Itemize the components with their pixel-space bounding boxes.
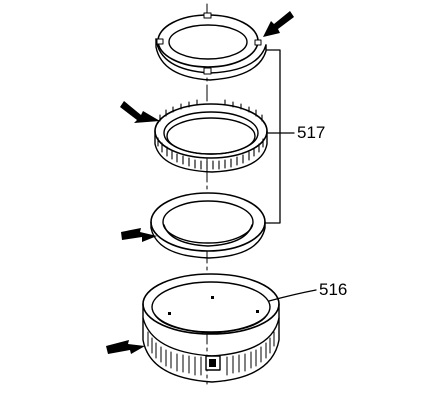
callout-517-bracket xyxy=(264,49,295,224)
arrow-lower-washer xyxy=(121,228,157,242)
callout-516-leader xyxy=(268,289,317,302)
thrust-washer-lower xyxy=(150,192,266,259)
arrow-gear-shell xyxy=(106,340,145,354)
thrust-washer-upper xyxy=(155,12,267,81)
callout-516-label: 516 xyxy=(319,280,348,299)
needle-thrust-bearing xyxy=(154,99,268,173)
arrow-upper-washer xyxy=(263,11,294,37)
callout-517-label: 517 xyxy=(297,123,326,142)
reaction-sun-gear-shell xyxy=(142,273,280,383)
arrow-bearing xyxy=(120,101,160,123)
